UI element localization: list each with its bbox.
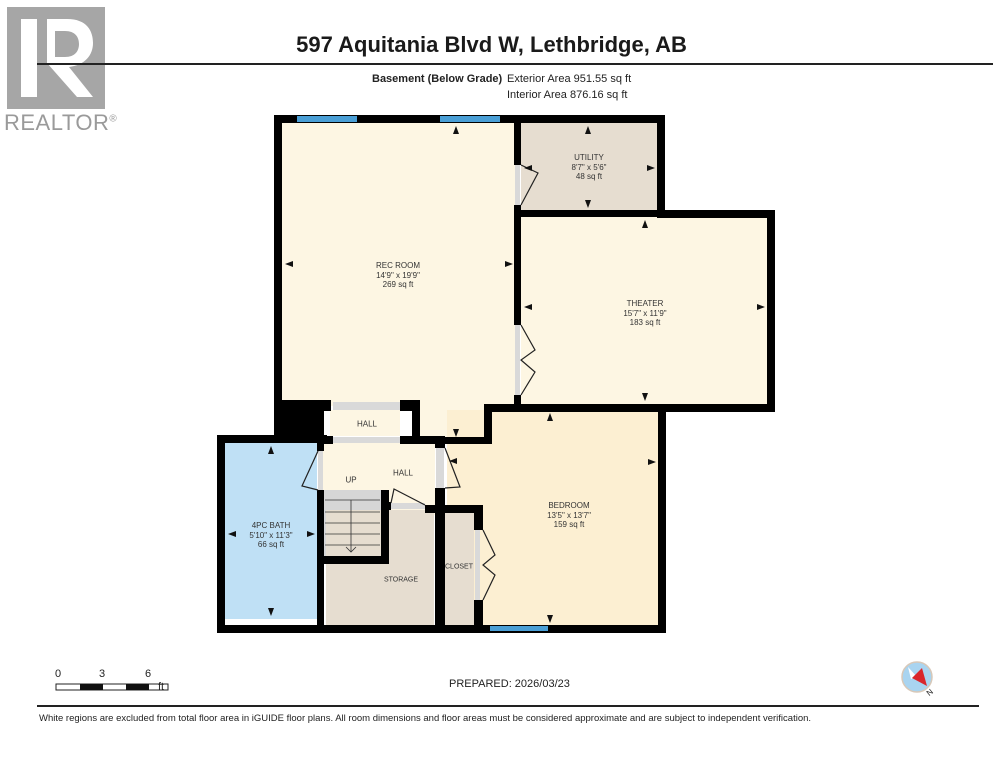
- room-theater: THEATER 15'7" x 11'9" 183 sq ft: [623, 299, 666, 328]
- theater-fill: [521, 217, 768, 404]
- hall-upper-fill: [330, 410, 400, 436]
- room-utility: UTILITY 8'7" x 5'6" 48 sq ft: [572, 153, 607, 182]
- prepared-date: PREPARED: 2026/03/23: [449, 678, 570, 690]
- room-rec-room: REC ROOM 14'9" x 19'9" 269 sq ft: [376, 261, 420, 290]
- scale-label-0: 0: [55, 668, 62, 680]
- page-title: 597 Aquitania Blvd W, Lethbridge, AB: [0, 32, 993, 58]
- room-name: THEATER: [626, 298, 664, 308]
- room-name: 4PC BATH: [251, 520, 291, 530]
- footer-divider: [37, 705, 979, 707]
- room-dimensions: 15'7" x 11'9": [623, 308, 667, 318]
- room-dimensions: 14'9" x 19'9": [376, 270, 420, 280]
- storage-fill: [326, 510, 434, 625]
- exterior-area: Exterior Area 951.55 sq ft: [507, 73, 632, 85]
- realtor-text: REALTOR: [4, 110, 110, 135]
- closet-fill: [445, 512, 474, 625]
- room-dimensions: 5'10" x 11'3": [249, 530, 293, 540]
- disclaimer-text: White regions are excluded from total fl…: [39, 713, 812, 724]
- realtor-r-icon: [21, 19, 93, 97]
- address-title: 597 Aquitania Blvd W, Lethbridge, AB: [296, 32, 687, 57]
- scale-label-6: 6: [145, 668, 152, 680]
- stairs-up-label: UP: [345, 475, 357, 485]
- room-name: REC ROOM: [376, 260, 420, 270]
- room-hall-upper: HALL: [356, 419, 378, 429]
- level-label: Basement (Below Grade): [372, 73, 503, 85]
- interior-area: Interior Area 876.16 sq ft: [507, 89, 628, 101]
- room-name: UTILITY: [574, 152, 604, 162]
- room-area: 159 sq ft: [553, 519, 585, 529]
- scale-bar: [55, 683, 169, 691]
- bath-fill: [225, 443, 317, 619]
- room-area: 269 sq ft: [382, 279, 414, 289]
- room-hall-lower: HALL: [392, 468, 414, 478]
- room-name: BEDROOM: [548, 500, 590, 510]
- room-storage: STORAGE: [383, 576, 419, 584]
- compass-icon: [901, 661, 933, 693]
- room-area: 48 sq ft: [575, 171, 603, 181]
- room-dimensions: 13'5" x 13'7": [547, 510, 591, 520]
- utility-fill: [521, 123, 658, 211]
- rec-room-fill: [282, 123, 516, 406]
- room-area: 66 sq ft: [257, 539, 285, 549]
- header-divider: [37, 63, 993, 65]
- room-bedroom: BEDROOM 13'5" x 13'7" 159 sq ft: [547, 501, 591, 530]
- scale-unit: ft: [158, 681, 165, 693]
- room-area: 183 sq ft: [629, 317, 661, 327]
- registered-mark: ®: [109, 113, 118, 125]
- room-closet: CLOSET: [444, 563, 474, 571]
- room-4pc-bath: 4PC BATH 5'10" x 11'3" 66 sq ft: [249, 521, 292, 550]
- realtor-wordmark: REALTOR®: [4, 110, 117, 136]
- room-dimensions: 8'7" x 5'6": [571, 162, 607, 172]
- scale-label-3: 3: [99, 668, 106, 680]
- realtor-logo: [7, 7, 105, 109]
